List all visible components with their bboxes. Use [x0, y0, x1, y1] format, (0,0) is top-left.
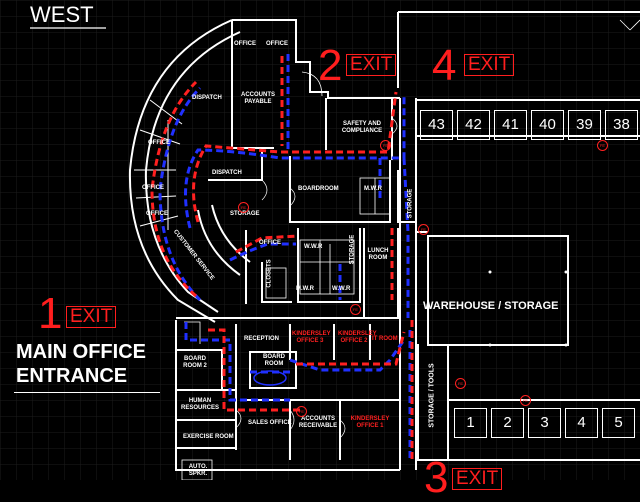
entrance-underline: [14, 392, 160, 393]
exit-3-number: 3: [424, 453, 449, 502]
bay-42: 42: [457, 110, 490, 140]
bay-2: 2: [491, 408, 524, 438]
bay-3: 3: [528, 408, 561, 438]
room-storage-tools: STORAGE / TOOLS: [428, 363, 436, 428]
fire-extinguisher-icon: FE: [418, 224, 429, 235]
room-closets: CLOSETS: [266, 259, 273, 288]
room-kindersley-office-3: KINDERSLEY OFFICE 3: [292, 331, 331, 344]
room-office-top-1: OFFICE: [234, 41, 256, 47]
room-mwr-lower: M.W.R: [296, 286, 314, 292]
room-lunch-room: LUNCH ROOM: [367, 248, 389, 261]
room-office-mid: OFFICE: [259, 240, 281, 246]
bay-1: 1: [454, 408, 487, 438]
room-board-room: BOARD ROOM: [263, 354, 285, 367]
room-boardroom: BOARDROOM: [298, 186, 339, 192]
room-office-arc-3: OFFICE: [146, 211, 168, 217]
bay-5: 5: [602, 408, 635, 438]
exit-1-label: EXIT: [66, 306, 117, 328]
dock-markers: [619, 19, 640, 31]
main-entrance-line2: ENTRANCE: [16, 365, 128, 387]
room-office-arc-2: OFFICE: [142, 185, 164, 191]
room-storage-vert: STORAGE: [349, 234, 356, 265]
fire-extinguisher-icon: FE: [455, 378, 466, 389]
room-exercise-room: EXERCISE ROOM: [183, 434, 234, 440]
fire-extinguisher-icon: FE: [380, 140, 391, 151]
room-reception: RECEPTION: [244, 336, 280, 342]
room-office-top-2: OFFICE: [266, 41, 288, 47]
bay-39: 39: [568, 110, 601, 140]
room-accounts-payable: ACCOUNTS PAYABLE: [241, 92, 275, 105]
arc-office-partitions: [134, 99, 183, 230]
column-markers: [488, 270, 568, 347]
plan-title: WEST: [30, 2, 94, 27]
room-warehouse-storage: WAREHOUSE / STORAGE: [423, 300, 559, 312]
interior-details: [181, 71, 391, 480]
room-auto-spkr: AUTO. SPKR.: [188, 464, 208, 477]
room-dispatch-lower: DISPATCH: [212, 170, 242, 176]
plan-drawing: [0, 0, 640, 480]
exit-1-number: 1: [38, 289, 63, 338]
exit-2-number: 2: [318, 41, 343, 90]
room-sales-office: SALES OFFICE: [248, 420, 292, 426]
bay-38: 38: [605, 110, 638, 140]
conference-tables: [253, 370, 287, 386]
building-walls: [175, 11, 640, 471]
room-storage-mid: STORAGE: [230, 211, 260, 217]
exit-4-number: 4: [432, 41, 457, 90]
room-it-room: IT ROOM: [372, 336, 398, 342]
evacuation-route-blue: [158, 54, 412, 460]
fire-extinguisher-icon: FE: [520, 395, 531, 406]
bay-4: 4: [565, 408, 598, 438]
exit-3-label: EXIT: [452, 468, 503, 490]
main-entrance-label: MAIN OFFICE ENTRANCE: [16, 340, 146, 388]
room-accounts-receivable: ACCOUNTS RECEIVABLE: [298, 416, 338, 429]
room-wwr-lower: W.W.R: [332, 286, 351, 292]
fire-extinguisher-icon: FE: [238, 202, 249, 213]
exit-4-label: EXIT: [464, 54, 515, 76]
fire-extinguisher-icon: FE: [296, 406, 307, 417]
bay-40: 40: [531, 110, 564, 140]
room-storage-right: STORAGE: [407, 188, 414, 219]
room-kindersley-office-2: KINDERSLEY OFFICE 2: [338, 331, 377, 344]
bay-41: 41: [494, 110, 527, 140]
room-board-room-2: BOARD ROOM 2: [183, 356, 207, 369]
room-dispatch-upper: DISPATCH: [192, 95, 222, 101]
room-human-resources: HUMAN RESOURCES: [180, 398, 219, 411]
door-swings: [235, 117, 398, 439]
room-kindersley-office-1: KINDERSLEY OFFICE 1: [350, 416, 390, 429]
fire-extinguisher-icon: FE: [597, 140, 608, 151]
room-mwr-upper: M.W.R: [364, 186, 382, 192]
exit-2-label: EXIT: [346, 54, 397, 76]
bay-43: 43: [420, 110, 453, 140]
fire-extinguisher-icon: FE: [350, 304, 361, 315]
evacuation-route-red: [150, 56, 414, 460]
main-entrance-line1: MAIN OFFICE: [16, 341, 146, 363]
room-wwr-upper: W.W.R: [304, 244, 323, 250]
room-safety-compliance: SAFETY AND COMPLIANCE: [341, 121, 383, 134]
room-office-arc-1: OFFICE: [148, 140, 170, 146]
